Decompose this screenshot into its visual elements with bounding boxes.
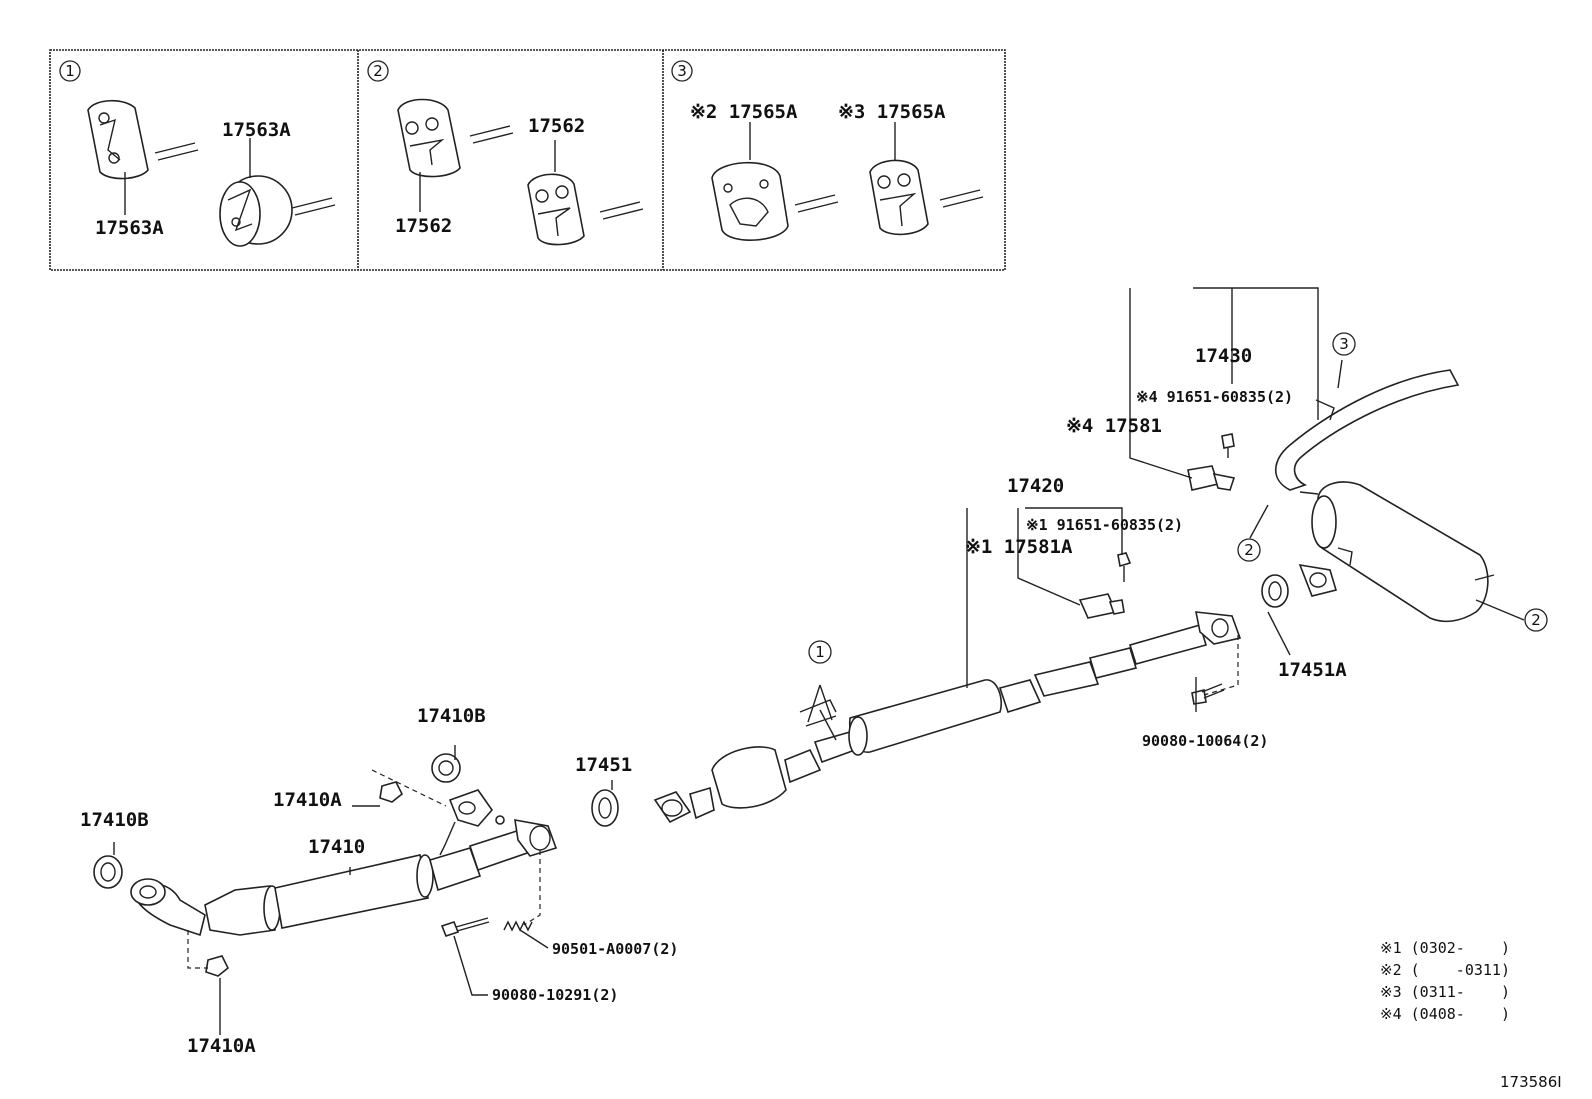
svg-text:1: 1 [815, 643, 825, 661]
inset-2-label-top: 17562 [528, 115, 585, 137]
svg-text:2: 2 [1244, 541, 1254, 559]
leader-lines [113, 287, 1525, 1035]
svg-text:3: 3 [1339, 335, 1349, 353]
diagram-id: 173586I [1500, 1073, 1562, 1091]
inset-panel-group [49, 49, 1006, 271]
label-17410: 17410 [308, 836, 365, 858]
front-pipe-17410 [130, 789, 558, 937]
inset-3: 3 ※2 17565A ※3 17565A [671, 60, 984, 241]
legend-line-2: ※2 ( -0311) [1380, 961, 1510, 979]
part-labels: 17430 ※4 91651-60835(2) ※4 17581 17420 ※… [80, 345, 1347, 1057]
gasket-17451A [1261, 574, 1289, 608]
callout-3: 3 [1332, 332, 1356, 356]
legend-line-4: ※4 (0408- ) [1380, 1005, 1510, 1023]
bolt-90080-10291 [440, 917, 490, 937]
nut-17410A-bottom [205, 955, 230, 977]
label-90501-A0007: 90501-A0007(2) [552, 940, 678, 958]
inset-2-label-bottom: 17562 [395, 215, 452, 237]
label-17410B-top: 17410B [417, 705, 486, 727]
hanger-17563A-front [87, 99, 149, 180]
legend-line-1: ※1 (0302- ) [1380, 939, 1510, 957]
label-17420-bolt: ※1 91651-60835(2) [1026, 516, 1183, 534]
label-17410A-bottom: 17410A [187, 1035, 256, 1057]
center-pipe-17420 [653, 611, 1242, 824]
hanger-17565A-right [869, 159, 929, 236]
gasket-17410B-top [431, 753, 461, 783]
hanger-17562-front [397, 98, 461, 178]
gasket-17451 [591, 789, 619, 827]
inset-3-label-left: ※2 17565A [690, 101, 798, 123]
inset-3-number: 3 [677, 62, 687, 80]
label-17430: 17430 [1195, 345, 1252, 367]
inset-1: 1 17563A 17563A [59, 60, 336, 247]
label-17410B-left: 17410B [80, 809, 149, 831]
spring-90501-A0007 [503, 920, 533, 932]
callout-1: 1 [808, 640, 832, 664]
legend-line-3: ※3 (0311- ) [1380, 983, 1510, 1001]
hanger-17563A-rear [219, 175, 293, 247]
svg-text:2: 2 [1531, 611, 1541, 629]
label-17420: 17420 [1007, 475, 1064, 497]
inset-3-label-right: ※3 17565A [838, 101, 946, 123]
gasket-17410B-left [93, 855, 123, 889]
tail-pipe-17430 [1275, 369, 1495, 623]
bolt-91651-60835-b [1221, 433, 1235, 458]
label-17420-sensor: ※1 17581A [965, 536, 1073, 558]
inset-1-number: 1 [65, 62, 75, 80]
nut-17410A-top [379, 781, 404, 803]
label-17451: 17451 [575, 754, 632, 776]
sensor-17581A [1078, 593, 1125, 619]
label-17410A-top: 17410A [273, 789, 342, 811]
inset-2: 2 17562 17562 [367, 60, 644, 246]
label-90080-10291: 90080-10291(2) [492, 986, 618, 1004]
bolt-91651-60835-a [1117, 552, 1132, 582]
label-17430-sensor: ※4 17581 [1066, 415, 1162, 437]
inset-2-number: 2 [373, 62, 383, 80]
label-17430-bolt: ※4 91651-60835(2) [1136, 388, 1293, 406]
callout-2a: 2 [1237, 538, 1261, 562]
label-90080-10064: 90080-10064(2) [1142, 732, 1268, 750]
inset-1-label-bottom: 17563A [95, 217, 164, 239]
hanger-17562-rear [527, 173, 585, 246]
label-17451A: 17451A [1278, 659, 1347, 681]
callout-2b: 2 [1524, 608, 1548, 632]
inset-1-label-top: 17563A [222, 119, 291, 141]
applicability-legend: ※1 (0302- ) ※2 ( -0311) ※3 (0311- ) ※4 (… [1380, 939, 1510, 1023]
sensor-17581 [1187, 465, 1236, 491]
hanger-17565A-left [711, 161, 789, 241]
dashed-lines [187, 635, 1239, 969]
